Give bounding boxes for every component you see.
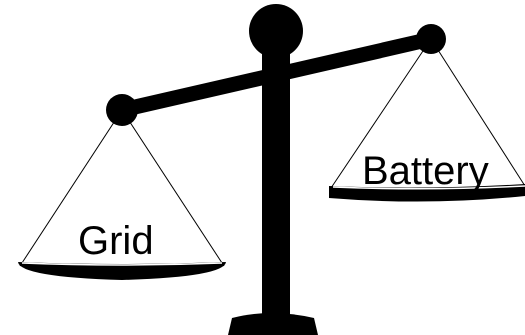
left-pan-dish-highlight xyxy=(21,262,223,266)
scale-finial xyxy=(249,4,303,58)
scale-beam xyxy=(114,31,439,118)
right-pan-strings xyxy=(330,38,525,189)
left-pan-strings xyxy=(19,109,225,267)
left-pan-dish xyxy=(18,262,226,280)
left-pan-label: Grid xyxy=(78,219,154,263)
right-pan-dish-highlight xyxy=(332,185,525,190)
right-pan-label: Battery xyxy=(362,149,489,193)
